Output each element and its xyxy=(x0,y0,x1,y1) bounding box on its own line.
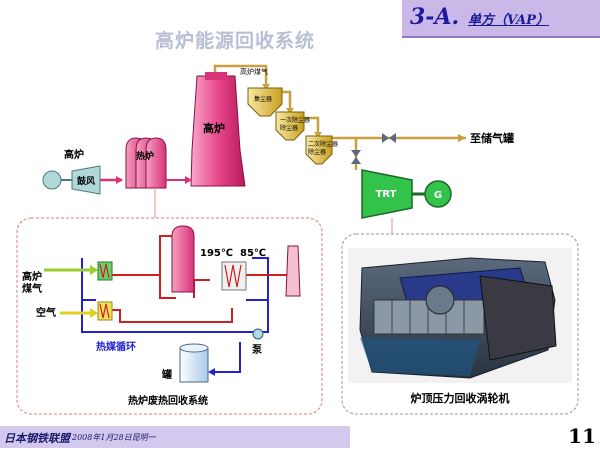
section-badge: 3-A. 单方（VAP） xyxy=(402,0,600,38)
second-stage-separator xyxy=(305,135,333,165)
pump-label: 泵 xyxy=(252,344,263,356)
generator xyxy=(424,180,452,208)
bf-gas-input-line-1: 高炉 xyxy=(22,270,42,283)
heat-exchanger xyxy=(221,261,247,291)
turbine-caption: 炉顶压力回收涡轮机 xyxy=(411,391,510,405)
pipe-arrow-icon xyxy=(116,176,123,184)
bf-gas-label: 高炉煤气 xyxy=(240,67,268,76)
chimney xyxy=(285,245,301,297)
valve-icon xyxy=(351,133,396,164)
tank-label: 罐 xyxy=(161,368,172,381)
pipe-arrow-icon xyxy=(458,134,466,142)
bf-gas-input-line-2: 煤气 xyxy=(22,282,42,295)
hot-stove-drum xyxy=(171,225,195,293)
generator-label: G xyxy=(434,190,442,201)
footer-date: 2008年1月28日昆明一 xyxy=(72,433,156,442)
heat-medium-loop xyxy=(81,257,269,373)
dust-catcher xyxy=(247,87,283,117)
hot-stove-label: 热炉 xyxy=(136,150,154,162)
trt-label: TRT xyxy=(376,189,397,200)
air-input-label: 空气 xyxy=(36,306,56,319)
separator-sub-label: 除尘器 xyxy=(280,124,298,132)
trt-turbine xyxy=(361,169,413,219)
turbine-cross-section-image xyxy=(348,248,572,383)
footer-org: 日本钢铁联盟 xyxy=(4,432,70,445)
turbine-panel xyxy=(341,233,579,415)
tank xyxy=(179,343,209,383)
pipe-arrow-icon xyxy=(185,176,192,184)
hot-stoves xyxy=(125,137,167,189)
heat-recovery-panel xyxy=(16,217,323,415)
heat-exchanger xyxy=(97,301,113,321)
heat-recovery-caption: 热炉废热回收系统 xyxy=(128,394,208,407)
page-number: 11 xyxy=(568,424,596,448)
blower-label: 鼓风 xyxy=(77,175,95,187)
heat-exchanger xyxy=(97,261,113,281)
pump-icon xyxy=(252,328,264,340)
footer-bar xyxy=(0,426,350,448)
first-stage-separator xyxy=(275,111,305,141)
bf-gas-input-label: 高炉煤气 xyxy=(22,270,42,295)
section-number: 3-A. xyxy=(410,4,460,30)
first-stage-separator-label: 一次除尘器 xyxy=(280,116,310,124)
temp-high-label: 195℃ xyxy=(200,248,233,259)
pipe-arrow-icon xyxy=(208,368,215,376)
heat-medium-loop-label: 热媒循环 xyxy=(96,340,136,353)
pipe-arrow-icon xyxy=(90,308,98,318)
dust-catcher-label: 集尘器 xyxy=(254,95,272,103)
blast-furnace xyxy=(190,72,246,187)
gas-pipe xyxy=(213,64,466,170)
pipe-arrow-icon xyxy=(314,132,322,138)
second-stage-separator-label: 二次除尘器 xyxy=(308,140,338,148)
temp-low-label: 85℃ xyxy=(240,248,266,259)
pipe-arrow-icon xyxy=(286,108,294,114)
pipe-arrow-icon xyxy=(262,84,270,90)
motor-icon xyxy=(42,170,62,190)
to-gas-holder-label: 至储气罐 xyxy=(470,131,514,145)
energy-recovery-diagram: 高炉 高炉煤气 集尘器 一次除尘器 除尘器 二次除尘器 除尘器 至储气罐 TRT… xyxy=(16,64,579,415)
blower-fan xyxy=(71,165,101,195)
pipe-arrow-icon xyxy=(90,265,98,275)
separator-sub-label: 除尘器 xyxy=(308,148,326,156)
section-subtitle: 单方（VAP） xyxy=(468,13,549,28)
blower-title-label: 高炉 xyxy=(64,148,84,161)
blast-furnace-label: 高炉 xyxy=(203,121,225,135)
page-title: 高炉能源回收系统 xyxy=(154,30,315,52)
